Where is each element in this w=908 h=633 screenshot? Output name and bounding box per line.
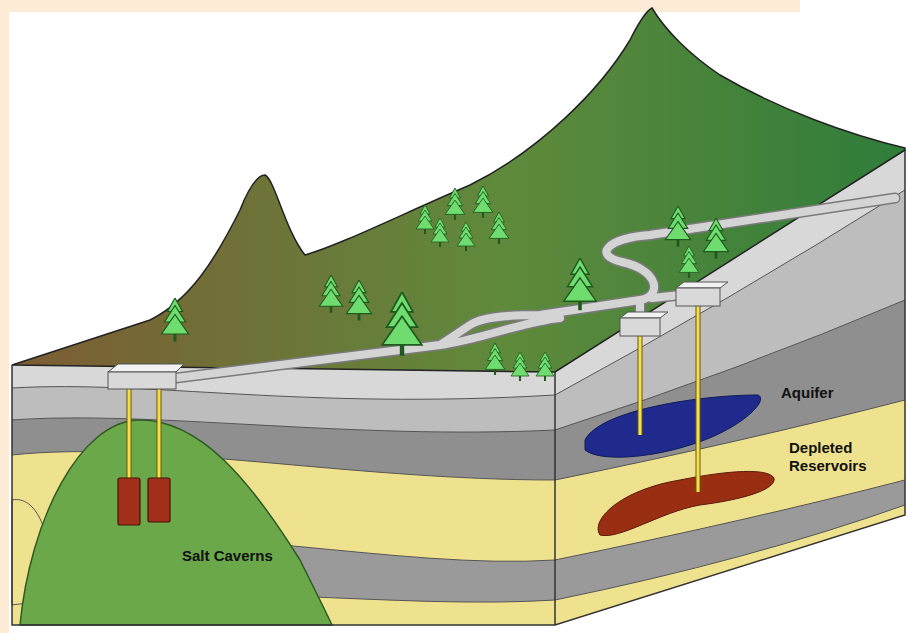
tree xyxy=(489,212,509,244)
tree xyxy=(665,206,690,247)
land-surface xyxy=(12,8,905,372)
tree xyxy=(162,298,189,342)
label-anchor: Salt Caverns xyxy=(180,546,275,566)
tree xyxy=(703,218,728,259)
aquifer-body xyxy=(585,395,761,457)
tree xyxy=(485,343,505,375)
pipeline xyxy=(176,198,895,378)
background-strip xyxy=(0,0,9,633)
tree xyxy=(382,292,422,356)
front-face xyxy=(12,365,555,625)
label-anchor: Aquifer xyxy=(779,383,836,403)
salt-cavern-shapes xyxy=(118,478,170,525)
salt-dome xyxy=(20,420,332,625)
tree xyxy=(445,188,465,220)
background-strip xyxy=(0,0,800,12)
tree xyxy=(511,352,529,381)
region-label: Depleted Reservoirs xyxy=(787,438,877,476)
region-label: Aquifer xyxy=(779,383,836,403)
region-label: Salt Caverns xyxy=(180,546,275,566)
tree xyxy=(431,218,449,247)
tree xyxy=(346,280,371,321)
reservoir-body xyxy=(598,471,774,535)
trees xyxy=(162,186,729,381)
tree xyxy=(319,275,342,313)
tree xyxy=(536,352,554,381)
tree xyxy=(679,246,699,278)
surface-facility xyxy=(108,282,728,389)
tree xyxy=(457,222,475,251)
label-anchor: Depleted Reservoirs xyxy=(787,438,877,476)
tree xyxy=(564,258,596,310)
tree xyxy=(473,186,493,218)
tree xyxy=(416,205,434,234)
